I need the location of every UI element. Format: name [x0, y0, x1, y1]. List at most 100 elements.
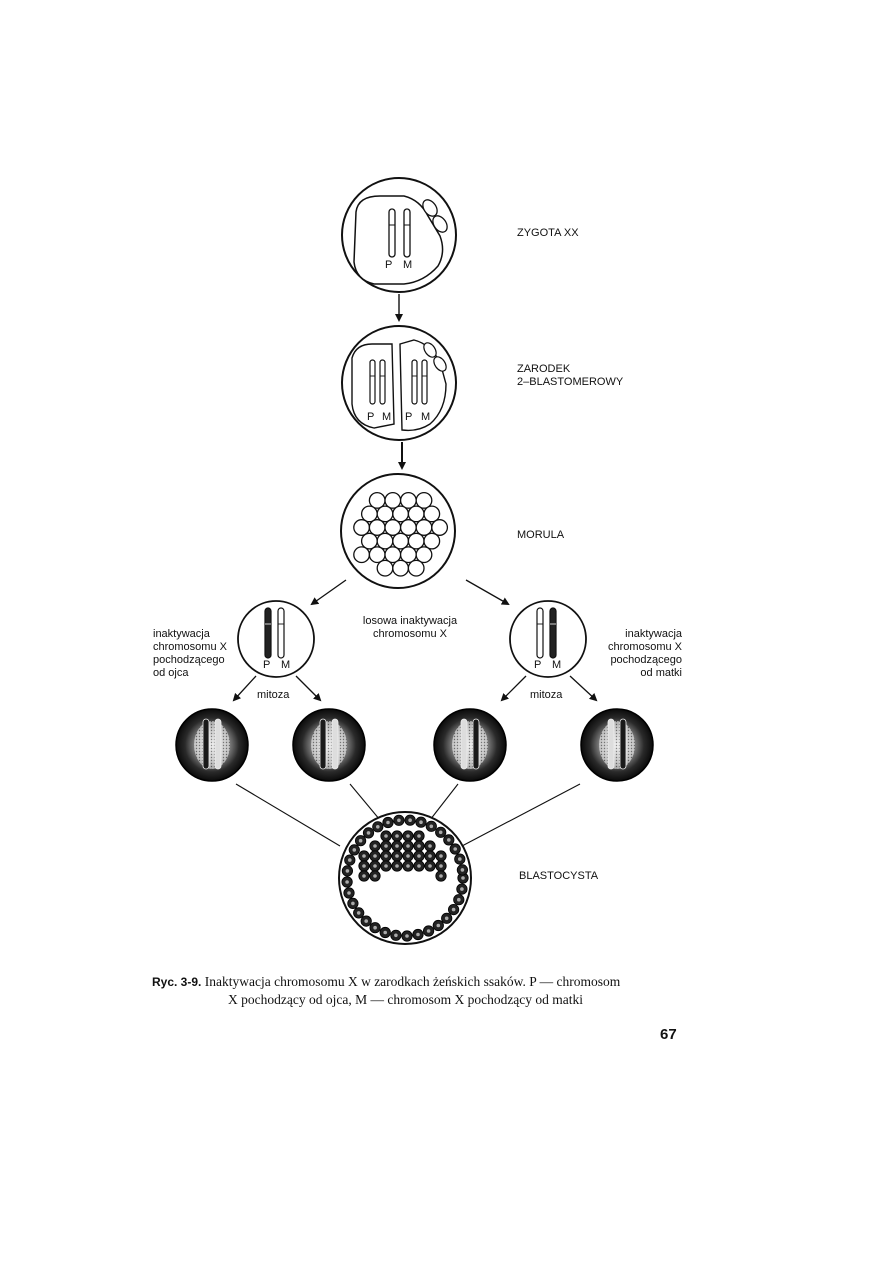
- blastocyst-cell: [393, 814, 405, 826]
- blastocyst-cell: [402, 840, 414, 852]
- two-cell-right-m-label: M: [421, 411, 430, 423]
- blastocyst-cell: [369, 840, 381, 852]
- daughter-cell: [433, 708, 507, 782]
- two-cell-right-p-label: P: [405, 411, 412, 423]
- line-cell4-to-blastocyst: [461, 783, 581, 847]
- morula: [340, 473, 456, 589]
- blastocyst-cell: [358, 860, 370, 872]
- morula-blastomere: [392, 559, 410, 577]
- arrow-morula-to-maternal-inactivation: [465, 579, 510, 605]
- left-label-line3: pochodzącego: [153, 654, 225, 666]
- blastocyst-cell: [402, 860, 414, 872]
- stage-label-morula: MORULA: [517, 529, 565, 541]
- blastocyst-cell: [454, 853, 466, 865]
- morula-blastomere: [353, 546, 371, 564]
- paternal-cell-p-label: P: [263, 659, 270, 671]
- arrow-left-mitosis-b: [295, 675, 322, 702]
- blastocyst-cell: [380, 830, 392, 842]
- zygote-p-label: P: [385, 259, 392, 271]
- morula-blastomere: [360, 505, 378, 523]
- morula-blastomere: [423, 505, 441, 523]
- blastocyst-cell: [456, 864, 468, 876]
- blastocyst-cell: [358, 850, 370, 862]
- blastocyst: [338, 811, 472, 945]
- morula-blastomere: [407, 505, 425, 523]
- zygote-m-label: M: [403, 259, 412, 271]
- morula-blastomere: [376, 559, 394, 577]
- left-label-line1: inaktywacja: [153, 628, 210, 640]
- blastocyst-cell: [358, 870, 370, 882]
- blastocyst-cell: [380, 850, 392, 862]
- mitosis-label-right: mitoza: [530, 689, 563, 701]
- blastocyst-cell: [404, 814, 416, 826]
- blastocyst-cell: [453, 894, 465, 906]
- blastocyst-cell: [341, 876, 353, 888]
- blastocyst-cell: [413, 850, 425, 862]
- blastocyst-cell: [402, 850, 414, 862]
- stage-label-blastocyst: BLASTOCYSTA: [519, 870, 599, 882]
- arrow-right-mitosis-a: [500, 675, 527, 702]
- morula-blastomere: [415, 546, 433, 564]
- daughter-cell: [580, 708, 654, 782]
- paternal-cell-m-label: M: [281, 659, 290, 671]
- line-cell2-to-blastocyst: [349, 783, 381, 821]
- blastocyst-cell: [424, 860, 436, 872]
- blastocyst-cell: [362, 827, 375, 839]
- blastocyst-cell: [344, 854, 356, 866]
- blastocyst-cell: [382, 816, 394, 829]
- blastocyst-cell: [422, 925, 435, 937]
- morula-blastomere: [392, 505, 410, 523]
- two-cell-left-p-label: P: [367, 411, 374, 423]
- morula-blastomere: [392, 532, 410, 550]
- blastocyst-cells: [341, 814, 469, 942]
- stage-label-two-cell-line1: ZARODEK: [517, 363, 571, 375]
- blastocyst-cell: [435, 826, 447, 838]
- blastocyst-cell: [424, 850, 436, 862]
- blastocyst-cell: [380, 860, 392, 872]
- blastocyst-cell: [369, 922, 381, 934]
- blastocyst-cell: [447, 903, 460, 916]
- blastocyst-cell: [391, 840, 403, 852]
- blastocyst-cell: [341, 865, 353, 877]
- blastocyst-cell: [415, 816, 427, 828]
- blastocyst-cell: [369, 850, 381, 862]
- blastocyst-cell: [435, 870, 447, 882]
- arrow-morula-to-paternal-inactivation: [310, 579, 347, 606]
- blastocyst-cell: [413, 840, 425, 852]
- stage-label-two-cell-line2: 2–BLASTOMEROWY: [517, 376, 624, 388]
- maternal-inactivation-cell: P M: [509, 600, 587, 678]
- page-number: 67: [660, 1026, 677, 1043]
- morula-blastomere: [384, 519, 402, 536]
- right-label-line4: od matki: [640, 667, 682, 679]
- blastocyst-cell: [347, 897, 359, 910]
- blastocyst-cell: [443, 834, 455, 846]
- morula-blastomere: [415, 491, 433, 509]
- blastocyst-cell: [369, 860, 381, 872]
- morula-blastomere: [407, 532, 425, 550]
- blastocyst-cell: [391, 850, 403, 862]
- mitosis-label-left: mitoza: [257, 689, 290, 701]
- daughter-cells: [175, 708, 654, 782]
- morula-cells: [353, 491, 449, 577]
- blastocyst-cell: [432, 919, 444, 932]
- left-label-line2: chromosomu X: [153, 641, 227, 653]
- blastocyst-cell: [402, 830, 414, 842]
- arrow-left-mitosis-a: [232, 675, 257, 702]
- caption-line1: Inaktywacja chromosomu X w zarodkach żeń…: [204, 974, 621, 989]
- blastocyst-cell: [391, 830, 403, 842]
- blastocyst-cell: [391, 860, 403, 872]
- line-cell3-to-blastocyst: [429, 783, 459, 821]
- blastocyst-cell: [401, 930, 413, 942]
- blastocyst-cell: [425, 820, 437, 832]
- blastocyst-cell: [412, 928, 424, 941]
- blastocyst-cell: [354, 835, 367, 847]
- figure-caption: Ryc. 3-9. Inaktywacja chromosomu X w zar…: [152, 973, 692, 1008]
- blastocyst-cell: [353, 907, 365, 919]
- arrow-right-mitosis-b: [569, 675, 598, 702]
- morula-blastomere: [399, 519, 417, 536]
- morula-blastomere: [431, 519, 449, 536]
- blastocyst-cell: [372, 821, 384, 833]
- blastocyst-cell: [379, 926, 391, 939]
- blastocyst-cell: [413, 830, 425, 842]
